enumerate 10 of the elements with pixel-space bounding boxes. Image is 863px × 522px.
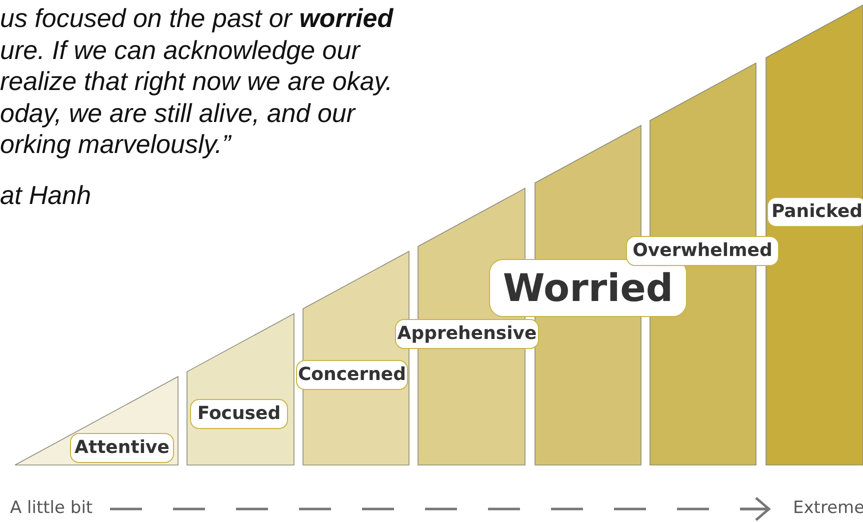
level-label: Overwhelmed: [626, 236, 779, 266]
scale-label: A little bit: [10, 498, 93, 518]
quote-attribution: at Hanh: [0, 180, 92, 212]
level-label: Attentive: [70, 433, 174, 463]
quote-text: us focused on the past or worried ure. If we can acknowledge our realize that right now we are okay. oday, we are still alive, and our orking marvelously.”: [0, 3, 394, 160]
level-label: Focused: [190, 399, 288, 429]
level-label: Apprehensive: [395, 319, 539, 349]
level-label: Concerned: [296, 360, 408, 390]
level-label: Worried: [489, 259, 687, 317]
level-label: Panicked: [767, 197, 863, 227]
